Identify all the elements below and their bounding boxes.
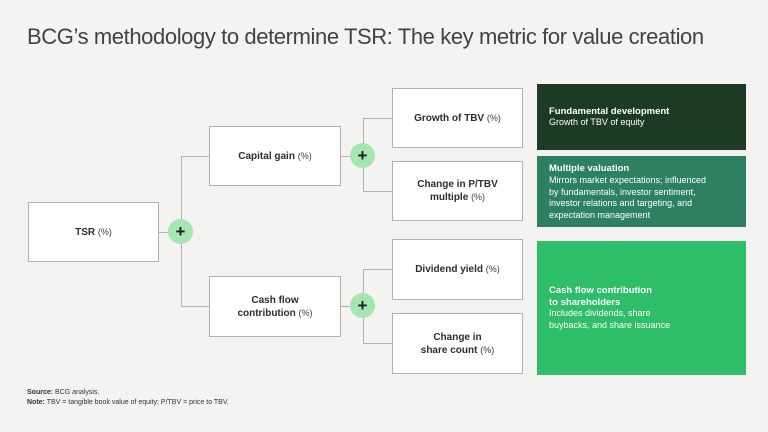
connector-line <box>363 191 392 192</box>
node-capital-gain: Capital gain (%) <box>209 126 341 186</box>
node-label: Growth of TBV (%) <box>414 112 501 124</box>
node-change-in-share-count: Change in share count (%) <box>392 313 523 374</box>
node-label: Change in share count (%) <box>420 331 495 356</box>
node-change-in-ptbv-multiple: Change in P/TBV multiple (%) <box>392 161 523 221</box>
plus-icon: + <box>350 143 375 168</box>
footnote: Source: BCG analysis. Note: TBV = tangib… <box>27 388 229 407</box>
node-label: Cash flow contribution (%) <box>237 294 313 319</box>
connector-line <box>363 118 392 119</box>
node-growth-of-tbv: Growth of TBV (%) <box>392 88 523 148</box>
connector-line <box>363 269 392 270</box>
plus-icon: + <box>168 219 193 244</box>
connector-line <box>181 156 209 157</box>
node-label: Change in P/TBV multiple (%) <box>417 179 498 203</box>
panel-multiple-valuation: Multiple valuation Mirrors market expect… <box>537 156 746 227</box>
node-label: Dividend yield (%) <box>415 264 500 275</box>
node-label: Capital gain (%) <box>238 150 312 162</box>
plus-glyph: + <box>175 222 186 241</box>
note-line: Note: TBV = tangible book value of equit… <box>27 398 229 406</box>
node-cash-flow-contribution: Cash flow contribution (%) <box>209 276 341 337</box>
plus-icon: + <box>350 293 375 318</box>
panel-cash-flow-contribution: Cash flow contribution to shareholders I… <box>537 241 746 375</box>
panel-fundamental-development: Fundamental development Growth of TBV of… <box>537 84 746 150</box>
panel-body: Mirrors market expectations; influenced … <box>549 175 707 220</box>
source-line: Source: BCG analysis. <box>27 389 100 396</box>
node-label: TSR (%) <box>75 226 112 238</box>
plus-glyph: + <box>357 146 368 165</box>
node-tsr: TSR (%) <box>28 202 159 262</box>
panel-body: Growth of TBV of equity <box>549 117 645 127</box>
connector-line <box>181 306 209 307</box>
panel-title: Multiple valuation <box>549 163 630 174</box>
plus-glyph: + <box>357 296 368 315</box>
panel-title: Fundamental development <box>549 105 670 117</box>
node-dividend-yield: Dividend yield (%) <box>392 239 523 300</box>
connector-line <box>363 343 392 344</box>
panel-title: Cash flow contribution to shareholders <box>549 285 652 308</box>
slide-title: BCG’s methodology to determine TSR: The … <box>27 24 704 49</box>
panel-body: Includes dividends, share buybacks, and … <box>549 308 671 330</box>
